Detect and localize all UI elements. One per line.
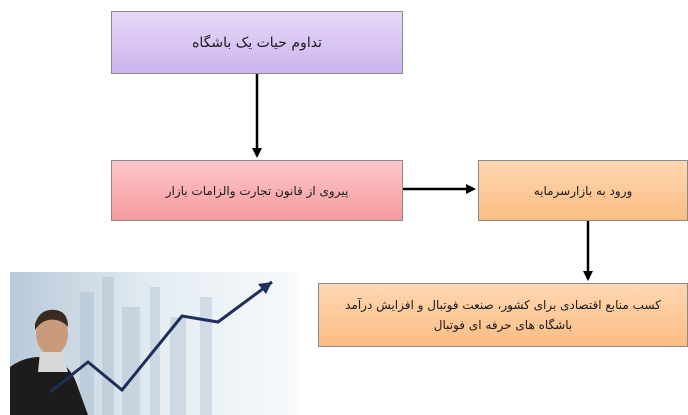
- flow-box-compliance-text: پیروی از قانون تجارت والزامات بازار: [165, 183, 349, 198]
- flow-box-economic-resources-text: کسب منابع اقتصادی برای کشور، صنعت فوتبال…: [345, 298, 661, 332]
- flow-box-club-survival-text: تداوم حیات یک باشگاه: [192, 34, 322, 51]
- flow-box-economic-resources: کسب منابع اقتصادی برای کشور، صنعت فوتبال…: [318, 283, 688, 347]
- flow-box-capital-market: ورود به بازارسرمایه: [478, 160, 688, 221]
- flow-box-club-survival: تداوم حیات یک باشگاه: [111, 11, 403, 74]
- flow-box-capital-market-text: ورود به بازارسرمایه: [533, 183, 633, 198]
- business-man-growth-chart-icon: [10, 272, 297, 415]
- flow-box-compliance: پیروی از قانون تجارت والزامات بازار: [111, 160, 403, 221]
